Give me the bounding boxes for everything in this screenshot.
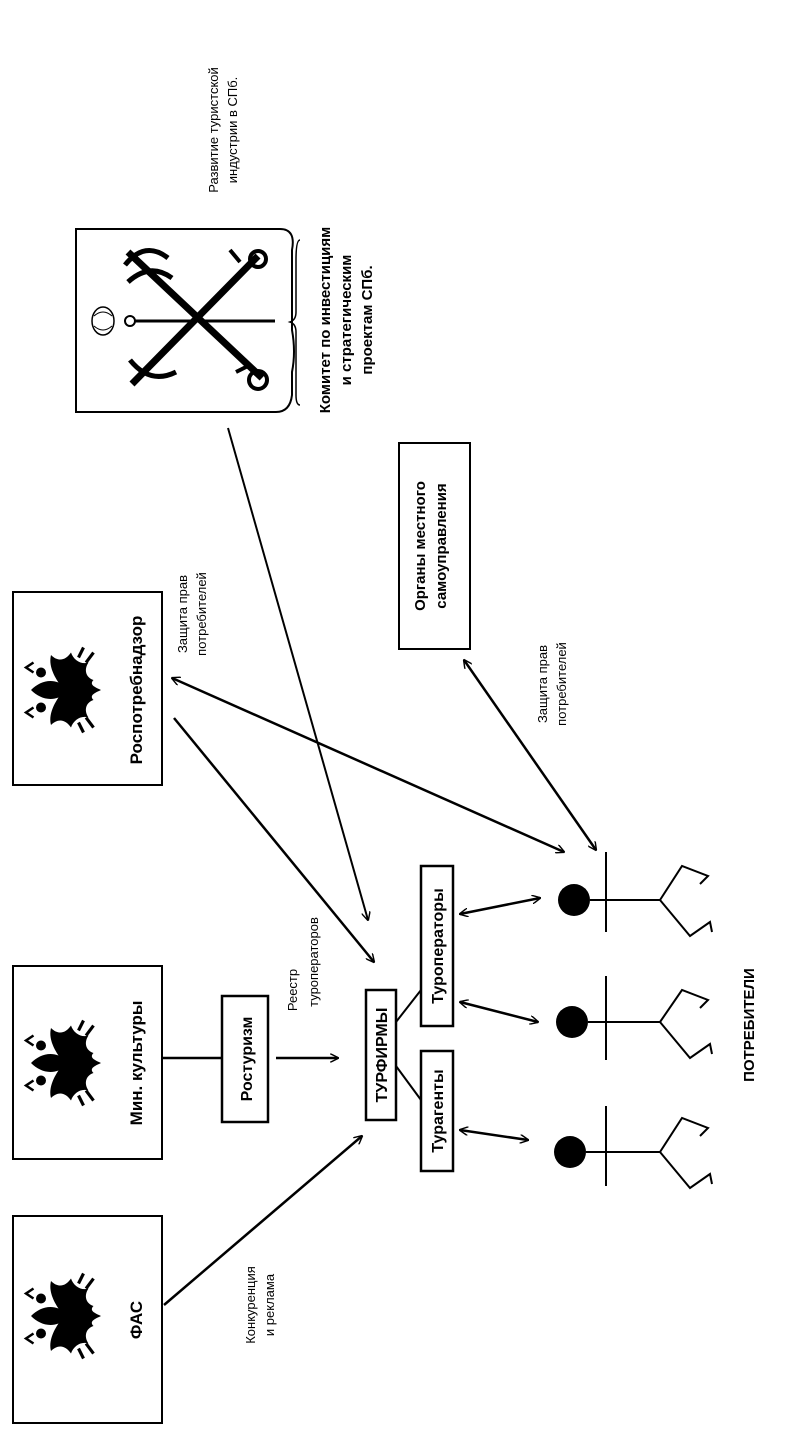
consumer-rights-note-b-line2: потребителей xyxy=(554,642,569,726)
arrow-operators-consumer xyxy=(460,898,540,914)
fas-box: ФАС xyxy=(12,1215,163,1424)
committee-line2: и стратегическим xyxy=(338,255,355,386)
arrow-local-government-consumers xyxy=(464,660,596,850)
link-firms-operators xyxy=(395,989,422,1023)
committee-line1: Комитет по инвестициям xyxy=(317,227,334,413)
tourism-dev-note-line2: индустрии в СПб. xyxy=(225,77,240,184)
turfirmy-box: ТУРФИРМЫ xyxy=(364,988,398,1122)
rospotreb-box: Роспотребнадзор xyxy=(12,591,163,786)
rospotreb-label: Роспотребнадзор xyxy=(127,616,146,765)
consumers-label: ПОТРЕБИТЕЛИ xyxy=(741,968,758,1082)
registry-note-line2: туроператоров xyxy=(306,917,321,1007)
consumer-figure xyxy=(556,976,713,1060)
stick-figure-icon xyxy=(558,884,590,916)
local-government-box: Органы местного самоуправления xyxy=(398,442,471,650)
consumer-figure xyxy=(554,1106,713,1190)
competition-note-line2: и реклама xyxy=(262,1273,277,1336)
turoperatory-box: Туроператоры xyxy=(419,864,455,1028)
arrow-fas-to-firms xyxy=(163,1136,362,1306)
min-culture-label: Мин. культуры xyxy=(127,1001,146,1126)
arrow-committee-to-firms xyxy=(227,427,368,920)
rosturism-label: Ростуризм xyxy=(239,1017,256,1102)
stick-figure-icon xyxy=(556,1006,588,1038)
registry-note-line1: Реестр xyxy=(285,969,300,1011)
turagenty-label: Турагенты xyxy=(430,1069,447,1152)
arrow-operators-consumer-2 xyxy=(460,1002,538,1022)
turfirmy-label: ТУРФИРМЫ xyxy=(374,1008,391,1103)
tourism-dev-note-line1: Развитие туристской xyxy=(206,67,221,193)
stick-figure-icon xyxy=(554,1136,586,1168)
fas-label: ФАС xyxy=(127,1301,146,1339)
consumer-rights-note-a-line2: потребителей xyxy=(194,572,209,656)
link-firms-agents xyxy=(395,1065,422,1101)
spb-coat-of-arms-icon xyxy=(91,248,275,391)
arrow-agents-consumer xyxy=(460,1130,528,1140)
spb-committee-emblem: Комитет по инвестициям и стратегическим … xyxy=(75,227,376,413)
turoperatory-label: Туроператоры xyxy=(430,888,447,1003)
organs-line2: самоуправления xyxy=(433,483,450,608)
rosturism-box: Ростуризм xyxy=(220,994,270,1124)
consumer-rights-note-a-line1: Защита прав xyxy=(175,575,190,653)
arrow-rospotreb-consumers xyxy=(172,678,564,852)
consumer-figure xyxy=(558,852,713,938)
consumer-rights-note-b-line1: Защита прав xyxy=(535,645,550,723)
brace-icon xyxy=(287,239,301,406)
turagenty-box: Турагенты xyxy=(419,1049,455,1173)
min-culture-box: Мин. культуры xyxy=(12,965,163,1160)
organs-line1: Органы местного xyxy=(412,481,429,611)
committee-line3: проектам СПб. xyxy=(359,265,376,374)
competition-note-line1: Конкуренция xyxy=(243,1266,258,1344)
